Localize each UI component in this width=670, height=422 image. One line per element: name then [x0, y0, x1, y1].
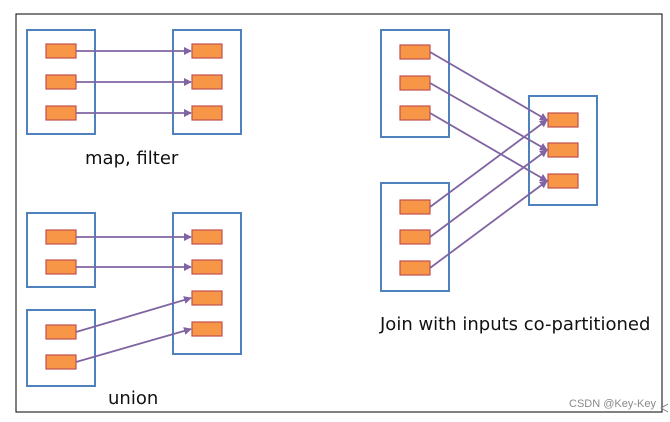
panel-join-co-partitioned	[380, 29, 598, 292]
partition	[45, 105, 77, 121]
parent-rdd-box	[380, 29, 450, 138]
child-rdd-box	[172, 212, 242, 355]
caption-join: Join with inputs co-partitioned	[380, 314, 651, 335]
caption-union: union	[108, 388, 159, 409]
partition	[547, 112, 579, 128]
partition	[45, 229, 77, 245]
partition	[547, 142, 579, 158]
corner-arrow-icon	[659, 403, 669, 413]
dependency-arrow	[429, 119, 548, 208]
partition	[191, 290, 223, 306]
partition	[399, 260, 431, 276]
partition	[45, 259, 77, 275]
dependency-arrow	[429, 82, 548, 151]
partition	[191, 43, 223, 59]
panel-union	[26, 212, 242, 387]
parent-rdd-box	[26, 212, 96, 288]
partition	[45, 74, 77, 90]
dependency-arrow	[75, 296, 192, 333]
partition	[191, 74, 223, 90]
partition	[399, 229, 431, 245]
partition	[191, 321, 223, 337]
partition	[399, 199, 431, 215]
partition	[399, 44, 431, 60]
partition	[191, 259, 223, 275]
partition	[191, 229, 223, 245]
parent-rdd-box	[380, 182, 450, 292]
partition	[399, 75, 431, 91]
outer-frame	[15, 13, 663, 413]
child-rdd-box	[528, 95, 598, 206]
dependency-arrow	[429, 112, 548, 182]
partition	[45, 354, 77, 370]
panel-map-filter	[26, 29, 242, 135]
dependency-arrow	[429, 51, 548, 121]
dependency-arrow	[75, 327, 192, 363]
partition	[45, 43, 77, 59]
partition	[45, 324, 77, 340]
partition	[547, 173, 579, 189]
dependency-arrow	[429, 149, 548, 238]
caption-map-filter: map, filter	[85, 148, 179, 169]
dependency-arrow	[429, 180, 548, 269]
partition	[191, 105, 223, 121]
parent-rdd-box	[26, 309, 96, 387]
watermark: CSDN @Key-Key	[569, 398, 656, 410]
partition	[399, 105, 431, 121]
